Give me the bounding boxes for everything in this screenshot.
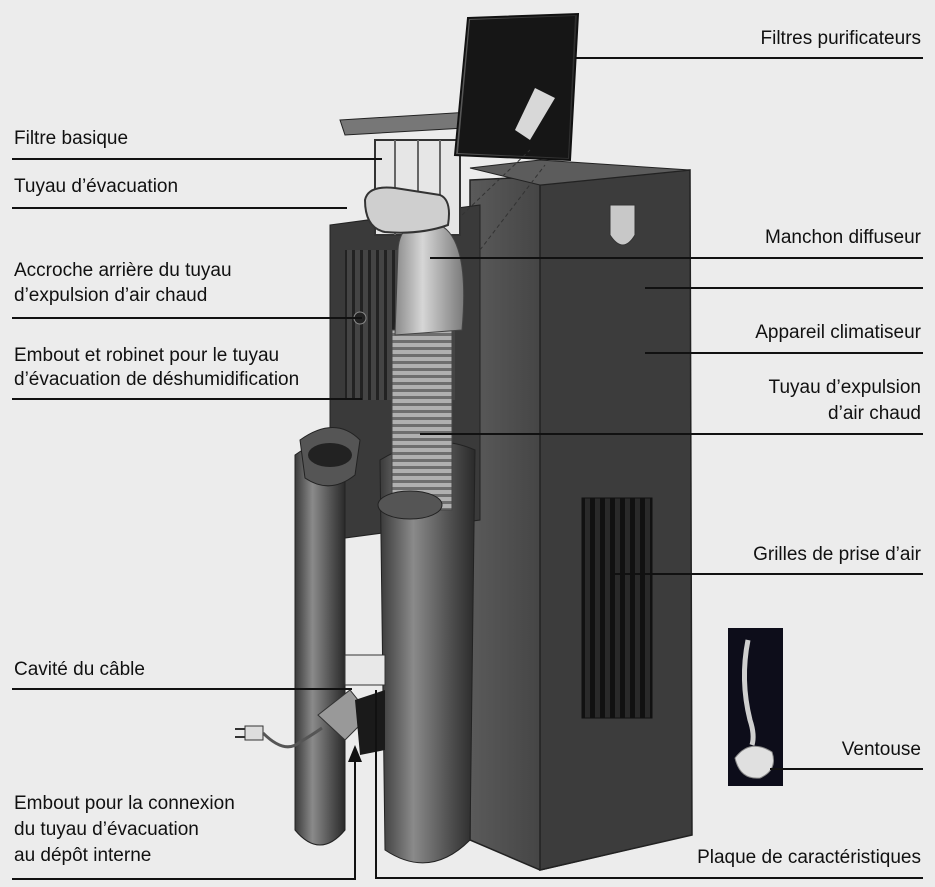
label-accroche-2: d’expulsion d’air chaud xyxy=(14,285,208,306)
label-filtres-purificateurs: Filtres purificateurs xyxy=(760,28,922,49)
leader-appareil xyxy=(645,352,923,354)
label-expulsion-2: d’air chaud xyxy=(828,403,921,424)
label-filtre-basique: Filtre basique xyxy=(14,128,129,149)
leader-filtres-purificateurs xyxy=(575,57,923,59)
leader-appareil-upper xyxy=(645,287,923,289)
label-embout-robinet-2: d’évacuation de déshumidification xyxy=(14,369,300,390)
label-cavite: Cavité du câble xyxy=(14,659,145,680)
leader-embout-connexion xyxy=(12,878,356,880)
leader-tuyau-evacuation xyxy=(12,207,347,209)
suction-cup-inset xyxy=(728,628,783,786)
leader-ventouse xyxy=(770,768,923,770)
label-grilles: Grilles de prise d’air xyxy=(753,544,921,565)
label-plaque: Plaque de caractéristiques xyxy=(697,847,921,868)
purifier-filter xyxy=(453,12,580,162)
hot-air-hose xyxy=(363,186,465,520)
leader-accroche xyxy=(12,317,362,319)
label-embout-connexion-3: au dépôt interne xyxy=(14,845,152,866)
leader-embout-robinet xyxy=(12,398,362,400)
leader-cavite xyxy=(12,688,352,690)
label-appareil: Appareil climatiseur xyxy=(755,322,921,343)
diffuser-icon xyxy=(609,204,636,246)
arrow-up-icon xyxy=(348,745,362,880)
label-embout-robinet-1: Embout et robinet pour le tuyau xyxy=(14,345,280,366)
label-embout-connexion-2: du tuyau d’évacuation xyxy=(14,819,199,840)
label-embout-connexion-1: Embout pour la connexion xyxy=(14,793,235,814)
label-manchon: Manchon diffuseur xyxy=(765,227,921,248)
unit-body xyxy=(469,159,693,871)
label-expulsion-1: Tuyau d’expulsion xyxy=(768,377,921,398)
power-plug-icon xyxy=(235,725,323,749)
label-ventouse: Ventouse xyxy=(841,739,921,760)
cable-cavity xyxy=(317,654,386,755)
label-tuyau-evacuation: Tuyau d’évacuation xyxy=(14,176,179,197)
leader-manchon xyxy=(430,257,923,259)
leader-plaque-vertical xyxy=(375,690,377,879)
leader-expulsion xyxy=(420,433,923,435)
leader-filtre-basique xyxy=(12,158,382,160)
label-accroche-1: Accroche arrière du tuyau xyxy=(14,260,232,281)
left-column xyxy=(294,427,361,846)
intake-grille xyxy=(581,497,653,719)
leader-grilles xyxy=(615,573,923,575)
leader-plaque xyxy=(375,877,923,879)
